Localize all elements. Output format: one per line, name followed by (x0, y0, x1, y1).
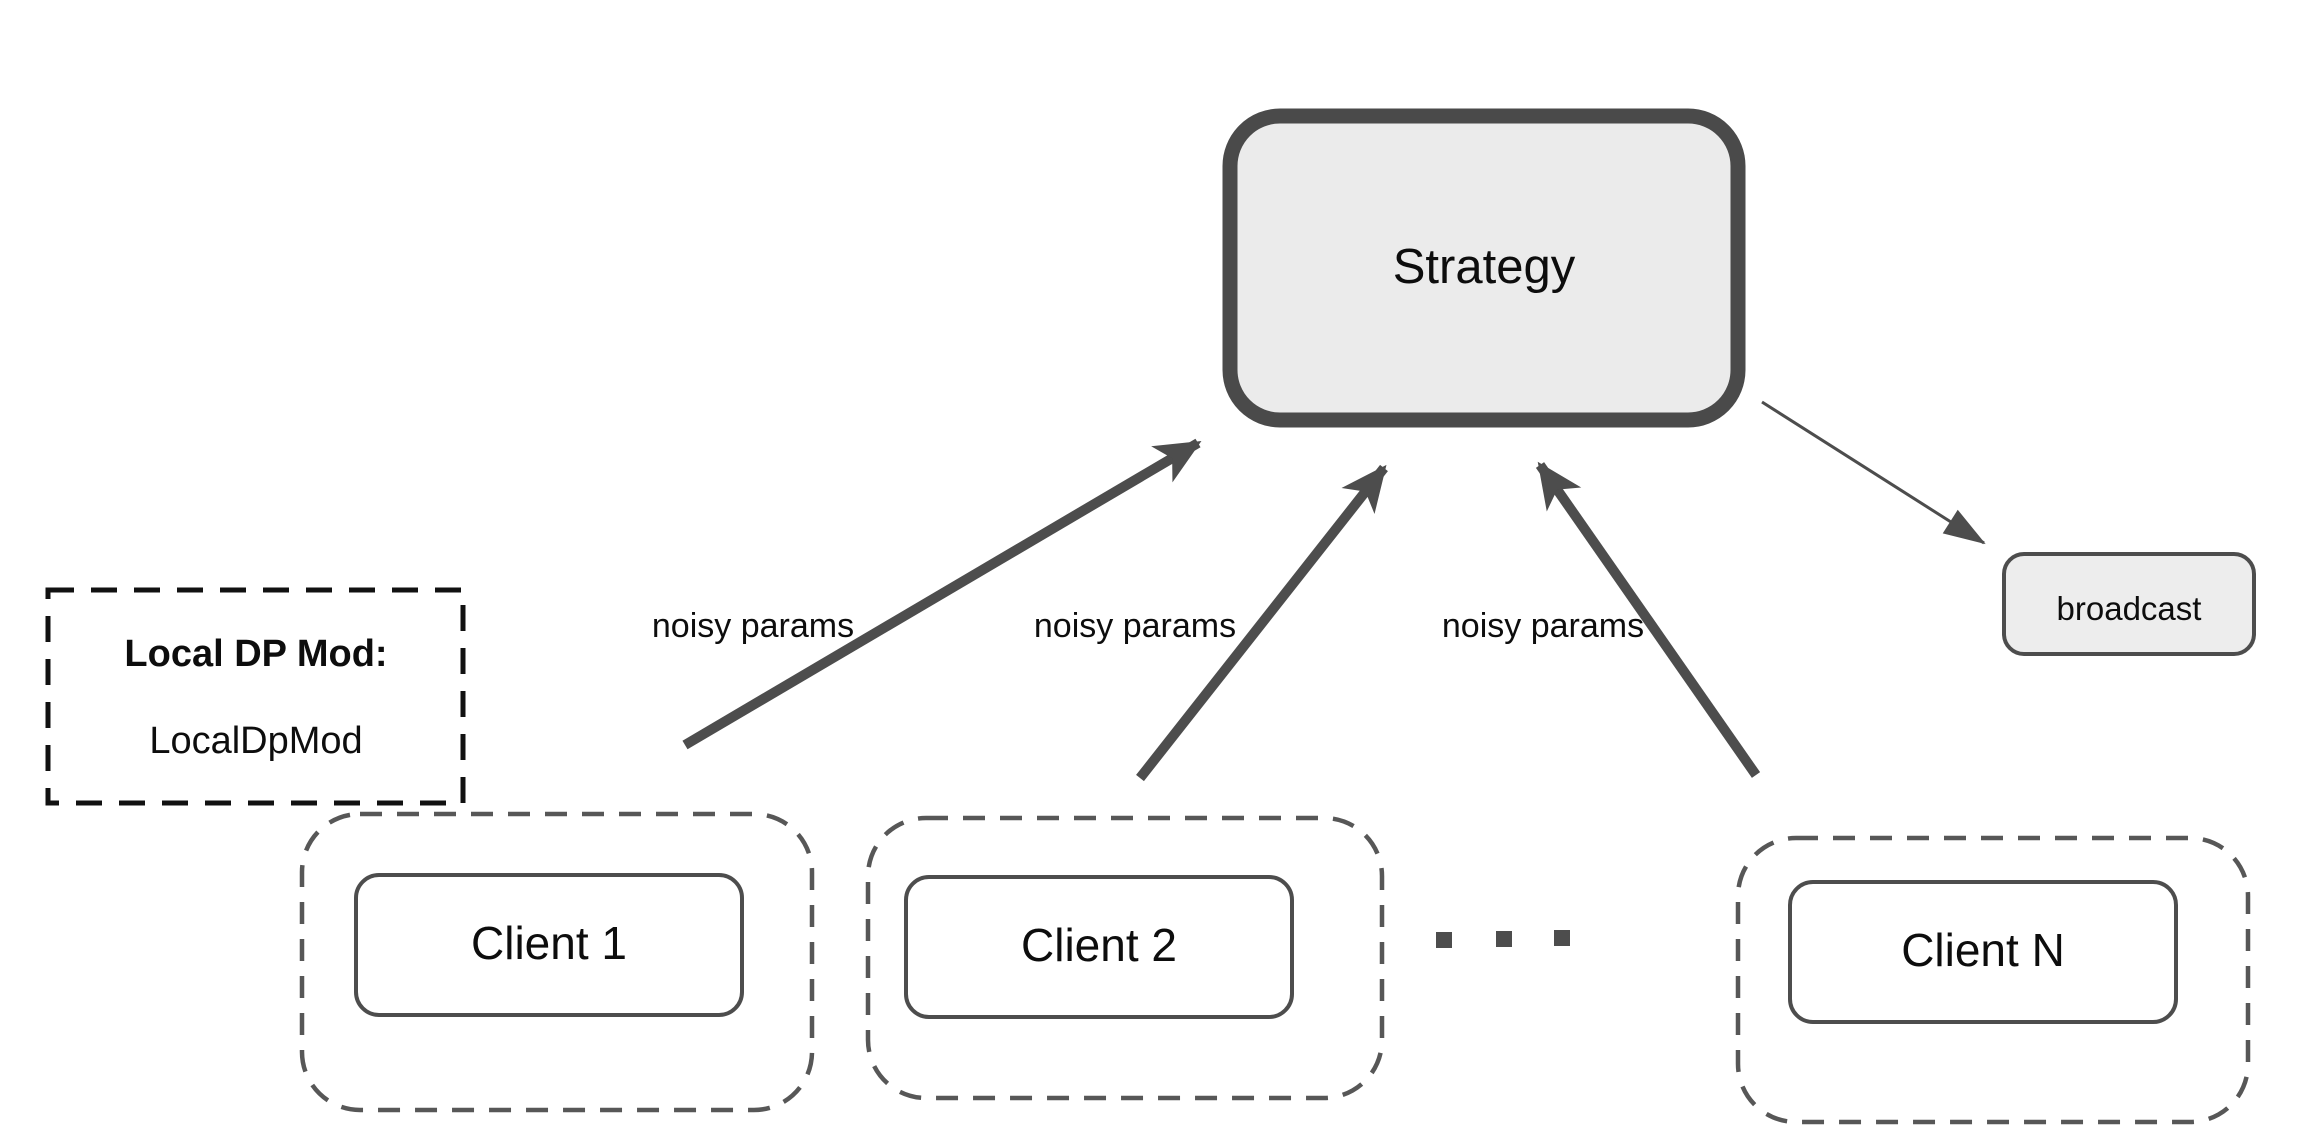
client-2-group: Client 2 (865, 815, 1385, 1101)
upload-arrow-client-n (1535, 461, 1761, 778)
client-n-label: Client N (1901, 924, 2065, 976)
client-1-label: Client 1 (471, 917, 627, 969)
strategy-node: Strategy (1222, 108, 1746, 428)
client-n-dashed-container (1735, 835, 2251, 1125)
client-1-group: Client 1 (299, 811, 815, 1113)
strategy-node-label: Strategy (1393, 240, 1576, 294)
ellipsis-dot-2 (1496, 931, 1512, 947)
ellipsis-dot-1 (1436, 932, 1452, 948)
client-n-group: Client N (1735, 835, 2251, 1125)
client-n-node-shape (1788, 880, 2178, 1024)
ellipsis-dots (1436, 930, 1570, 948)
client-1-dashed-container (299, 811, 815, 1113)
upload-arrow-client-2 (1136, 464, 1388, 782)
noisy-params-label-1: noisy params (652, 607, 854, 645)
broadcast-node: broadcast (2002, 552, 2256, 656)
ellipsis-dot-3 (1554, 930, 1570, 946)
strategy-node-shape (1222, 108, 1746, 428)
client-2-node-shape (904, 875, 1294, 1019)
noisy-params-label-2: noisy params (1034, 607, 1236, 645)
local-dp-mod-title: Local DP Mod: (124, 633, 387, 675)
broadcast-node-shape (2002, 552, 2256, 656)
client-2-label: Client 2 (1021, 919, 1177, 971)
broadcast-node-label: broadcast (2057, 590, 2202, 627)
upload-arrow-client-1 (682, 438, 1202, 750)
client-1-node-shape (354, 873, 744, 1017)
local-dp-mod-box: Local DP Mod: LocalDpMod (45, 587, 466, 806)
local-dp-mod-outline (45, 587, 466, 806)
client-2-dashed-container (865, 815, 1385, 1101)
noisy-params-label-3: noisy params (1442, 607, 1644, 645)
local-dp-mod-code: LocalDpMod (149, 720, 362, 762)
broadcast-arrow (1761, 400, 1986, 545)
